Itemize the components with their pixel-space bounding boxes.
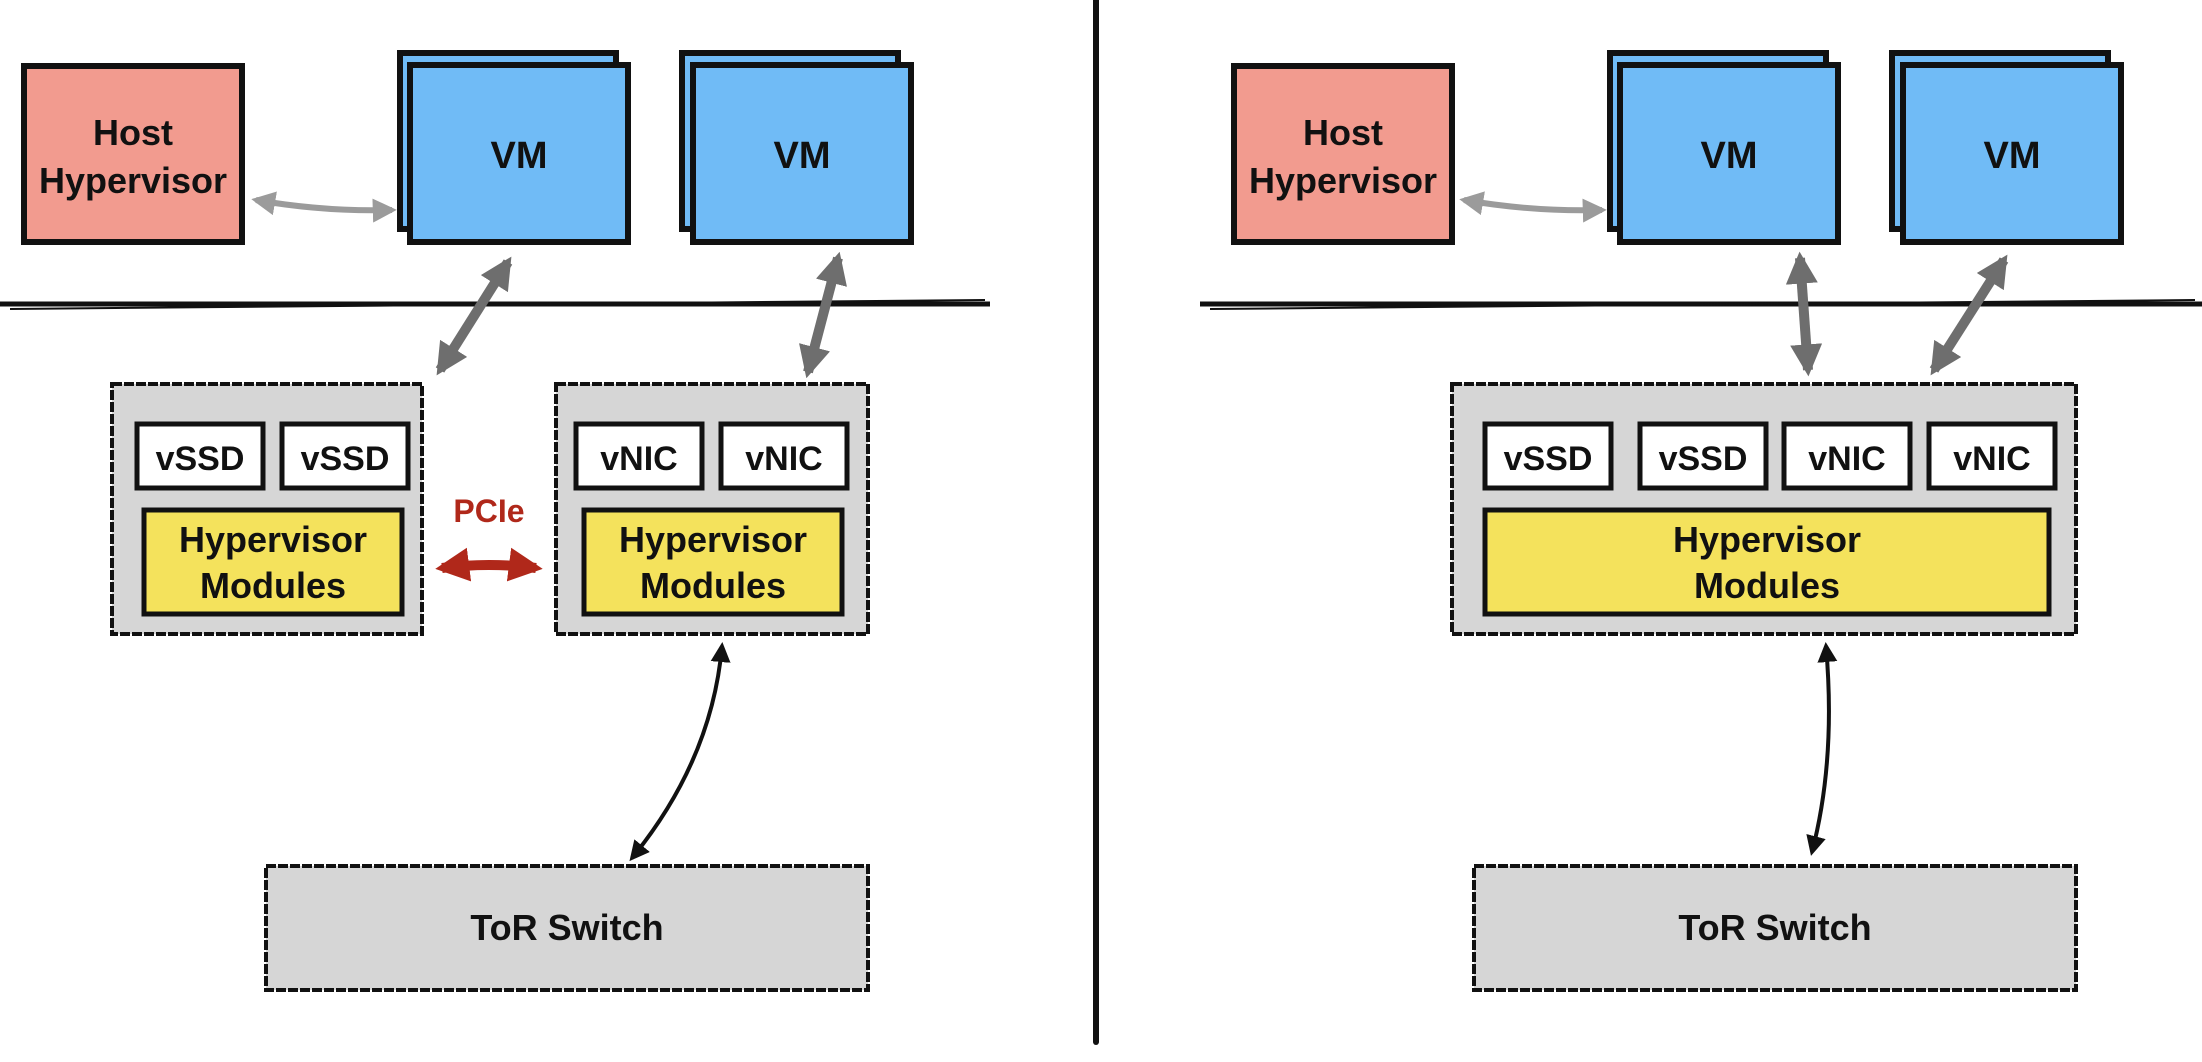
vm-storage-arrow <box>435 256 513 376</box>
vssd-chip: vSSD <box>156 440 245 478</box>
pcie-label: PCIe <box>453 493 524 529</box>
hypervisor-modules-label: Hypervisor <box>619 519 807 560</box>
vm-container-arrow <box>1785 251 1823 377</box>
vm-container-arrow <box>1929 254 2009 376</box>
vm-label: VM <box>774 135 831 177</box>
pcie-arrow <box>435 547 543 582</box>
container-tor-arrow <box>1806 642 1838 856</box>
tor-switch-box: ToR Switch <box>1472 864 2078 992</box>
storage-container: vSSD vSSD Hypervisor Modules <box>110 382 424 636</box>
tor-switch-label: ToR Switch <box>470 907 663 948</box>
hypervisor-modules-label: Modules <box>1694 565 1840 606</box>
boundary-line-right-sketch <box>1209 299 2196 310</box>
host-hypervisor-box: Host Hypervisor <box>1231 63 1455 245</box>
hypervisor-modules-label: Modules <box>200 565 346 606</box>
vm-box: VM <box>679 50 914 245</box>
host-vm-arrow <box>251 191 397 223</box>
left-panel: Host Hypervisor VM VM vSSD vSSD Hypervis… <box>21 50 914 992</box>
vssd-chip: vSSD <box>1659 440 1748 478</box>
vnic-chip: vNIC <box>1953 440 2030 478</box>
vm-label: VM <box>1701 135 1758 177</box>
hypervisor-modules-label: Hypervisor <box>1673 519 1861 560</box>
hypervisor-modules-label: Modules <box>640 565 786 606</box>
vm-box: VM <box>397 50 631 245</box>
vnic-chip: vNIC <box>600 440 677 478</box>
host-hypervisor-label: Hypervisor <box>39 160 227 201</box>
vm-box: VM <box>1607 50 1841 245</box>
vm-box: VM <box>1889 50 2124 245</box>
host-hypervisor-label: Hypervisor <box>1249 160 1437 201</box>
host-vm-arrow <box>1459 191 1607 223</box>
host-hypervisor-label: Host <box>93 112 173 153</box>
unified-container: vSSD vSSD vNIC vNIC Hypervisor Modules <box>1450 382 2078 636</box>
hypervisor-modules-label: Hypervisor <box>179 519 367 560</box>
network-tor-arrow <box>629 642 731 862</box>
host-hypervisor-label: Host <box>1303 112 1383 153</box>
vnic-chip: vNIC <box>1808 440 1885 478</box>
network-container: vNIC vNIC Hypervisor Modules <box>554 382 870 636</box>
vnic-chip: vNIC <box>745 440 822 478</box>
right-panel: Host Hypervisor VM VM vSSD vSSD vNIC <box>1231 50 2124 992</box>
tor-switch-box: ToR Switch <box>264 864 870 992</box>
vssd-chip: vSSD <box>1504 440 1593 478</box>
tor-switch-label: ToR Switch <box>1678 907 1871 948</box>
vssd-chip: vSSD <box>301 440 390 478</box>
vm-network-arrow <box>799 251 847 379</box>
vm-label: VM <box>1984 135 2041 177</box>
vm-label: VM <box>491 135 548 177</box>
host-hypervisor-box: Host Hypervisor <box>21 63 245 245</box>
